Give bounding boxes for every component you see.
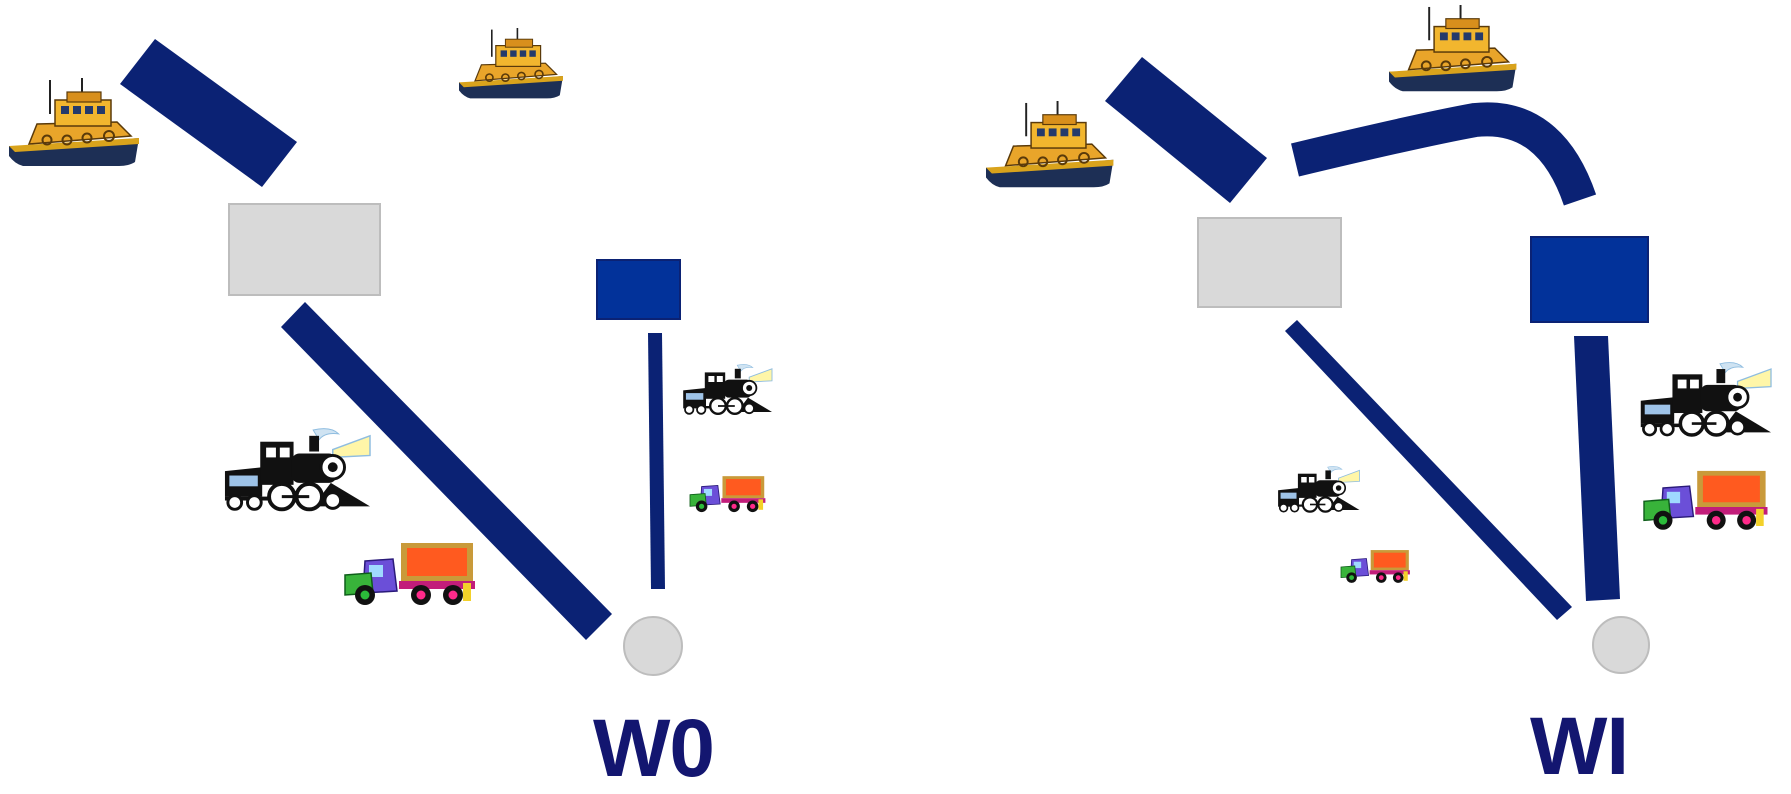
tugboat-icon xyxy=(9,78,139,166)
steam-locomotive-icon xyxy=(683,364,772,413)
route-bar-upper-left xyxy=(1105,57,1267,203)
steam-locomotive-icon xyxy=(1641,363,1771,435)
tugboat-icon xyxy=(1389,5,1516,91)
route-bar-vertical xyxy=(648,333,665,589)
cargo-truck-icon xyxy=(690,476,765,512)
steam-locomotive-icon xyxy=(1278,466,1359,511)
gray-node-box xyxy=(1198,218,1341,307)
cargo-truck-icon xyxy=(345,543,475,605)
panel-w1 xyxy=(986,5,1771,673)
gray-node-box xyxy=(229,204,380,295)
cargo-truck-icon xyxy=(1644,471,1768,530)
panel-label-w0: W0 xyxy=(593,708,714,790)
blue-node-box xyxy=(597,260,680,319)
cargo-truck-icon xyxy=(1341,550,1410,583)
route-bar-curved xyxy=(1295,119,1580,200)
panel-w0 xyxy=(9,28,772,675)
gray-node-circle xyxy=(624,617,682,675)
route-bar-vertical xyxy=(1574,336,1620,601)
route-bar-upper-left xyxy=(120,39,297,187)
tugboat-icon xyxy=(986,101,1113,187)
blue-node-box xyxy=(1531,237,1648,322)
panel-label-w1: WI xyxy=(1530,706,1628,788)
steam-locomotive-icon xyxy=(225,429,370,510)
tugboat-icon xyxy=(459,28,563,98)
route-bar-diagonal xyxy=(1285,320,1572,620)
gray-node-circle xyxy=(1593,617,1649,673)
